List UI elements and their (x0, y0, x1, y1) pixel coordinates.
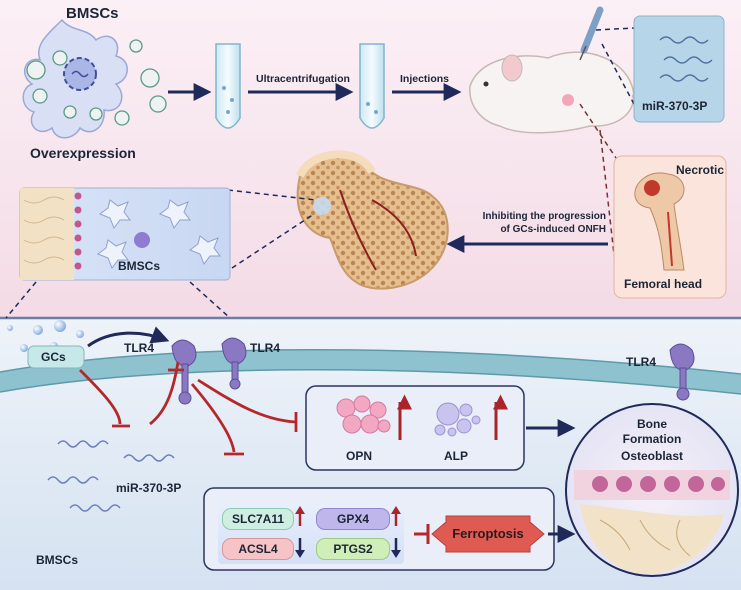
rna-strand-icons (659, 36, 713, 82)
osteoblast-label: Osteoblast (620, 449, 683, 463)
tlr4-label-c: TLR4 (626, 355, 656, 369)
femoral-head-label: Femoral head (624, 277, 703, 291)
tube-2-icon (359, 43, 385, 129)
inhibit-line-2: of GCs-induced ONFH (500, 224, 606, 235)
mirna-strand-icons (47, 440, 175, 512)
arrow-gcs-to-tlr4 (87, 326, 170, 348)
exosome-icons (26, 39, 167, 126)
mirna-box-label: miR-370-3P (642, 99, 708, 113)
ferroptosis-badge (431, 515, 545, 553)
injections-label: Injections (400, 73, 450, 85)
inset-cells (96, 199, 221, 270)
tlr4-receptor-icon (669, 343, 695, 401)
gene-trend-arrows (295, 506, 401, 558)
tlr4-receptor-icon (221, 337, 247, 390)
rat-icon (469, 51, 701, 134)
opn-label: OPN (346, 449, 373, 463)
tlr4-label-b: TLR4 (250, 341, 280, 355)
femur-necrotic-icon (634, 172, 685, 271)
gcs-label: GCs (41, 350, 66, 364)
gene-pill-gpx4: GPX4 (316, 508, 390, 530)
inhibit-line-1: Inhibiting the progression (482, 211, 606, 222)
alp-label: ALP (444, 449, 468, 463)
membrane-beads (74, 192, 82, 270)
inset-exosome (134, 232, 150, 248)
overexpression-label: Overexpression (30, 145, 136, 161)
femoral-head-bone-icon (296, 150, 449, 290)
syringe-icon (579, 6, 604, 61)
gcs-pill-box (27, 345, 85, 369)
opn-alp-box (305, 385, 525, 471)
alp-bubbles-icon (434, 402, 481, 437)
bmscs-title: BMSCs (66, 5, 119, 22)
gene-pill-ptgs2: PTGS2 (316, 538, 390, 560)
bone-label: Bone (637, 417, 667, 431)
mirna-bottom-label: miR-370-3P (116, 481, 182, 495)
formation-label: Formation (622, 432, 682, 446)
tlr4-label-a: TLR4 (124, 341, 154, 355)
tube-1-icon (215, 43, 241, 129)
ferroptosis-label: Ferroptosis (452, 526, 524, 541)
bottom-bmscs-label: BMSCs (36, 553, 79, 567)
opn-cluster-icon (336, 395, 391, 434)
bone-matrix-strip (20, 188, 74, 280)
gene-pill-slc7a11: SLC7A11 (222, 508, 294, 530)
gene-pill-acsl4: ACSL4 (222, 538, 294, 560)
ultracentrifugation-label: Ultracentrifugation (256, 73, 350, 85)
necrotic-label: Necrotic (676, 163, 725, 177)
inhibition-lines (79, 361, 298, 456)
bmsc-cell-icon (22, 18, 128, 139)
inset-bmscs-label: BMSCs (118, 259, 161, 273)
tlr4-receptor-icon (171, 339, 197, 405)
osteoblast-circle-icon (565, 403, 739, 577)
